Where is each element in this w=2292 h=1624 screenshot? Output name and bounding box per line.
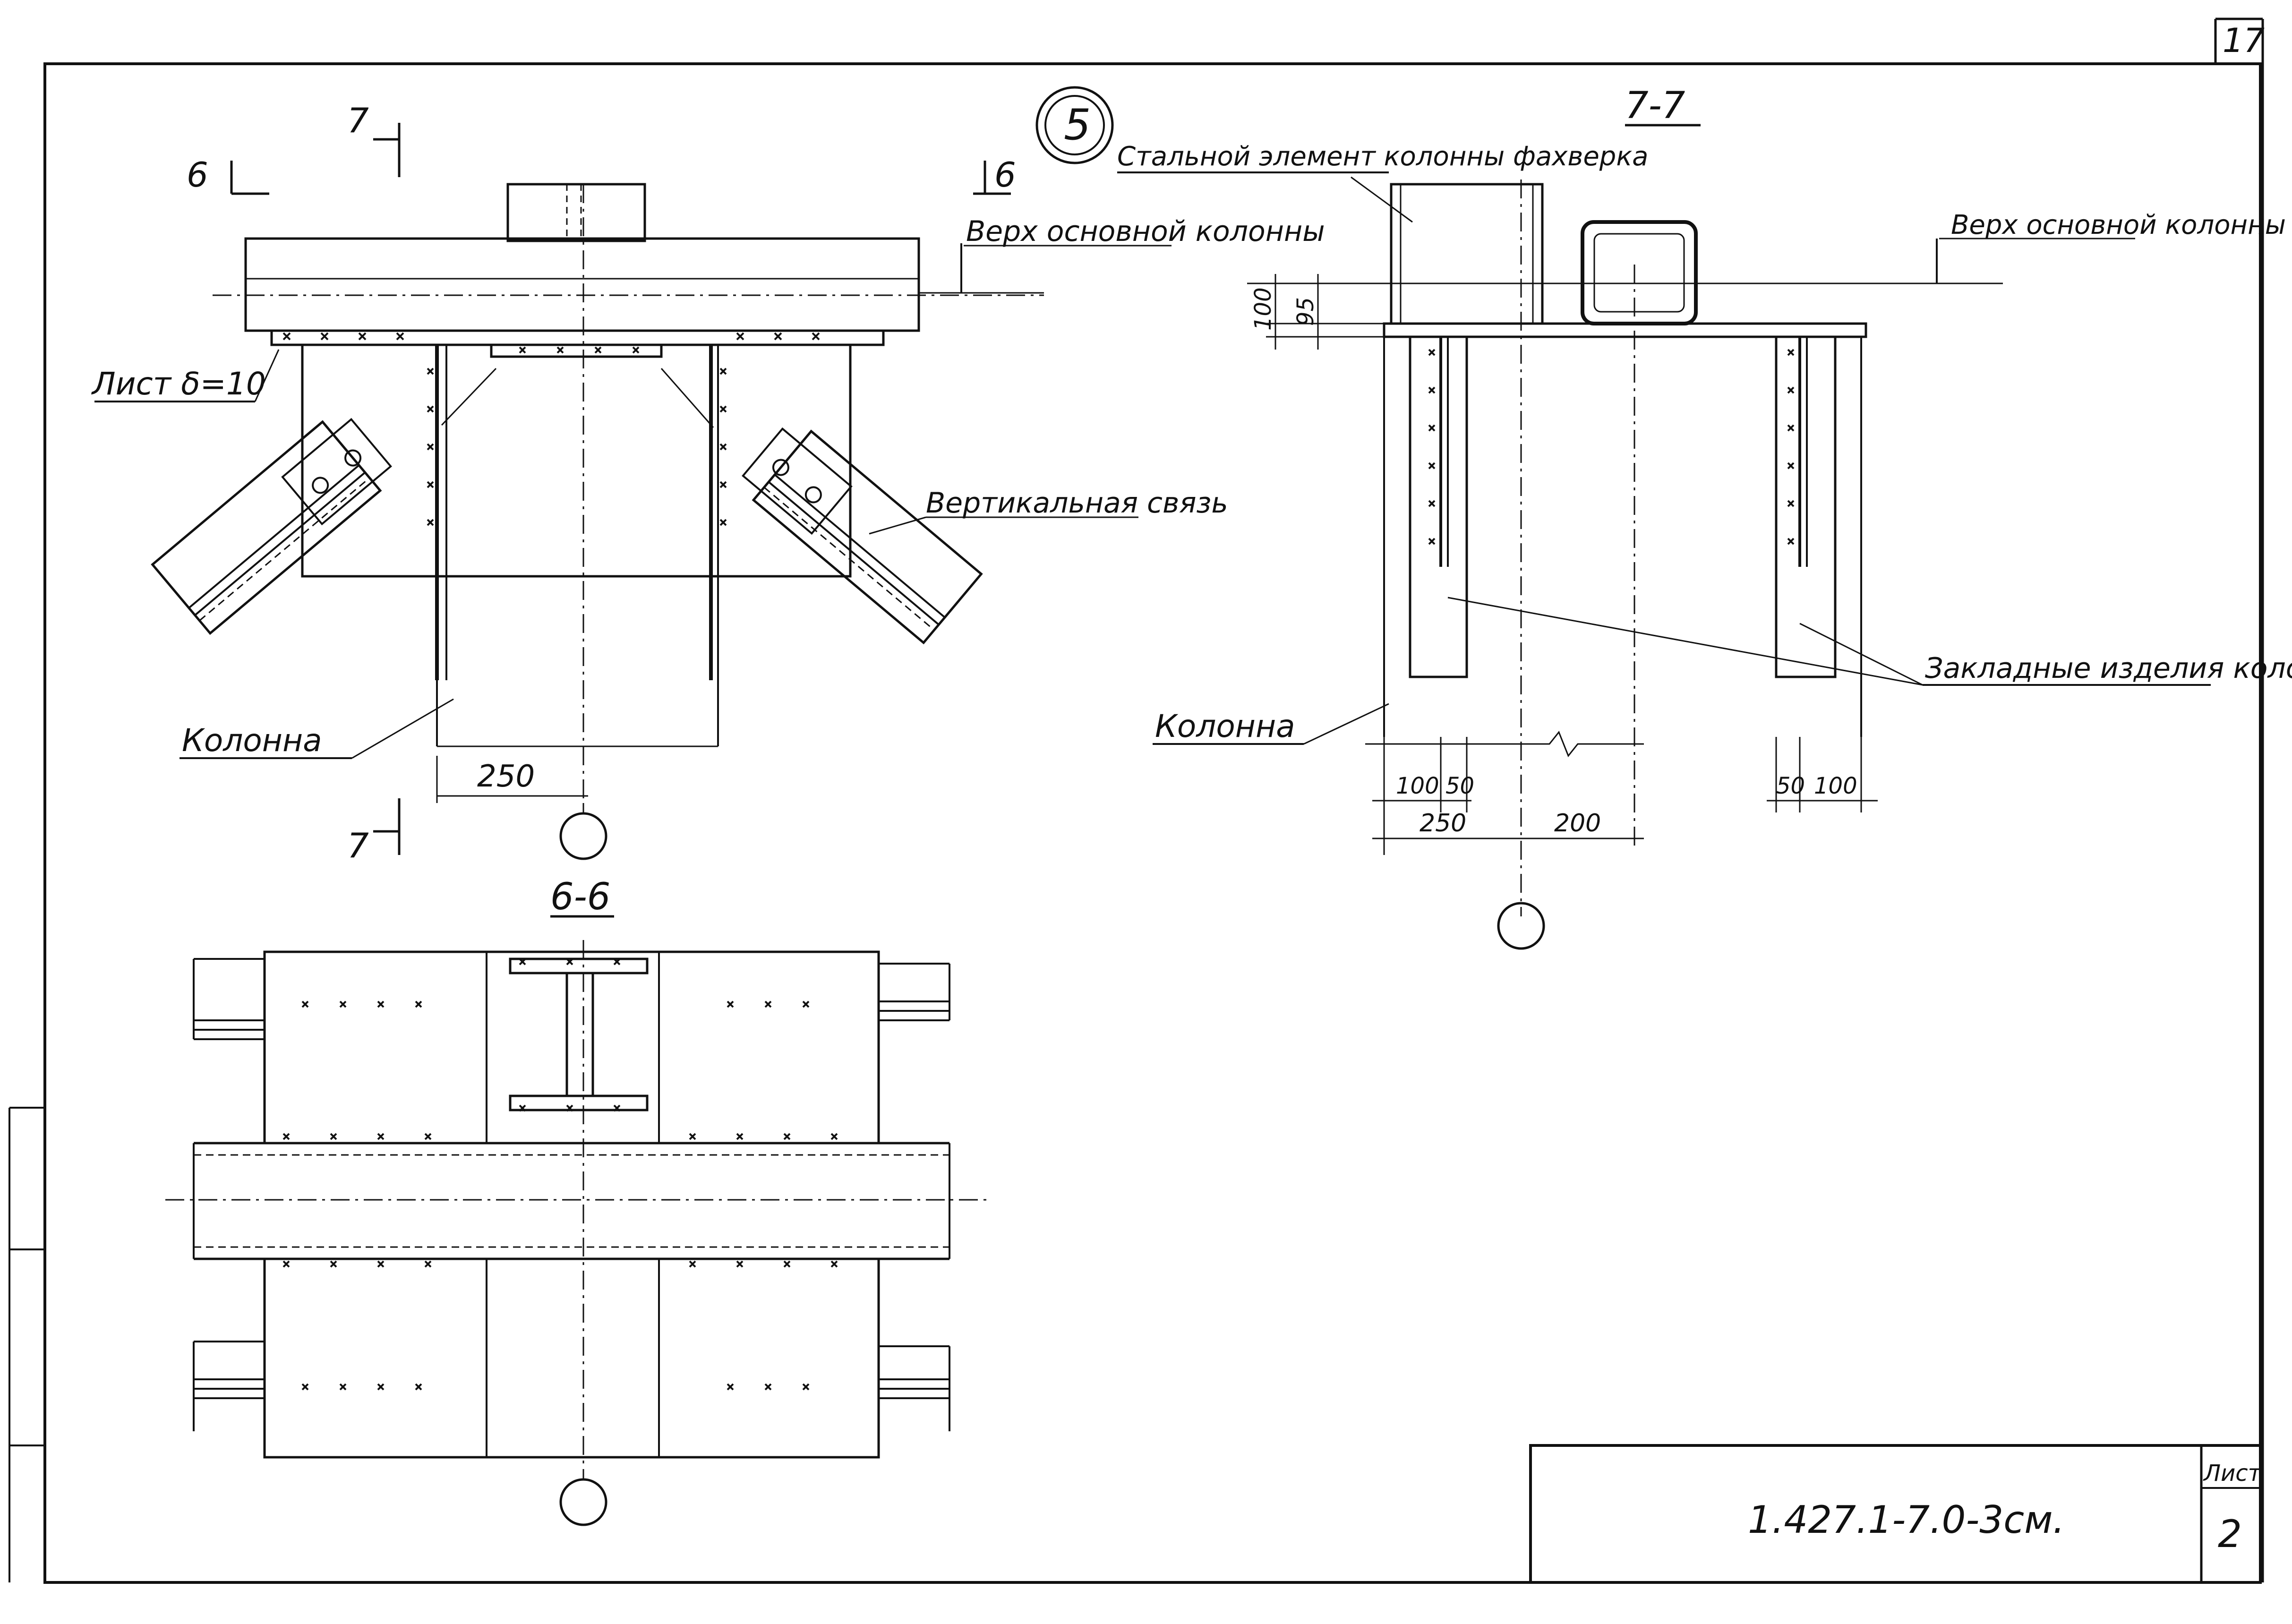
sheet-number-top: 17 (2223, 21, 2265, 60)
detail-marker-label: 5 (1064, 100, 1091, 150)
sheet-frame (9, 17, 2264, 1584)
dim-100-h: 100 (1396, 773, 1439, 799)
dim-250-h: 250 (1420, 809, 1466, 838)
section-7-7-view: 7-7 Верх основной колонны (1117, 85, 2292, 950)
title-block: 1.427.1-7.0-3см. Лист 2 (1529, 1444, 2262, 1584)
label-column-main: Колонна (182, 722, 322, 759)
main-elevation-view: 250 6 6 7 7 Верх основной колонны Лист δ… (91, 101, 1325, 865)
dim-250-main: 250 (477, 759, 535, 794)
label-vertical-brace: Вертикальная связь (926, 487, 1228, 520)
side-rails (193, 958, 950, 1431)
section-7-7-title: 7-7 (1625, 85, 1685, 127)
section-6-6-view: 6-6 (165, 876, 987, 1526)
label-sheet-plate: Лист δ=10 (91, 366, 266, 402)
weld-marks-6-6 (282, 958, 838, 1391)
label-top-main-column-7-7: Верх основной колонны (1951, 210, 2286, 240)
label-steel-element: Стальной элемент колонны фахверка (1117, 141, 1648, 172)
label-top-main-column-main: Верх основной колонны (966, 215, 1325, 248)
dim-100-h-right: 100 (1814, 773, 1857, 799)
cut-mark-6-left: 6 (187, 155, 208, 195)
dim-50-h-right: 50 (1776, 773, 1805, 799)
cut-mark-7-bottom: 7 (347, 826, 369, 865)
label-column-7-7: Колонна (1155, 708, 1295, 744)
dim-95-vertical: 95 (1292, 297, 1319, 326)
cut-mark-6-right: 6 (994, 155, 1016, 195)
sheet-number: 2 (2218, 1512, 2242, 1556)
weld-marks-7-7 (1428, 349, 1795, 545)
label-embedded-items: Закладные изделия колонны (1925, 652, 2292, 685)
document-code: 1.427.1-7.0-3см. (1748, 1498, 2065, 1542)
dim-100-vertical: 100 (1250, 287, 1276, 331)
dim-200-h: 200 (1554, 809, 1601, 838)
section-6-6-title: 6-6 (550, 876, 610, 918)
dim-50-h: 50 (1445, 773, 1474, 799)
cut-mark-7-top: 7 (347, 101, 369, 140)
weld-marks-main (282, 332, 820, 526)
sheet-label: Лист (2203, 1460, 2262, 1487)
detail-marker-5: 5 (1035, 86, 1114, 164)
